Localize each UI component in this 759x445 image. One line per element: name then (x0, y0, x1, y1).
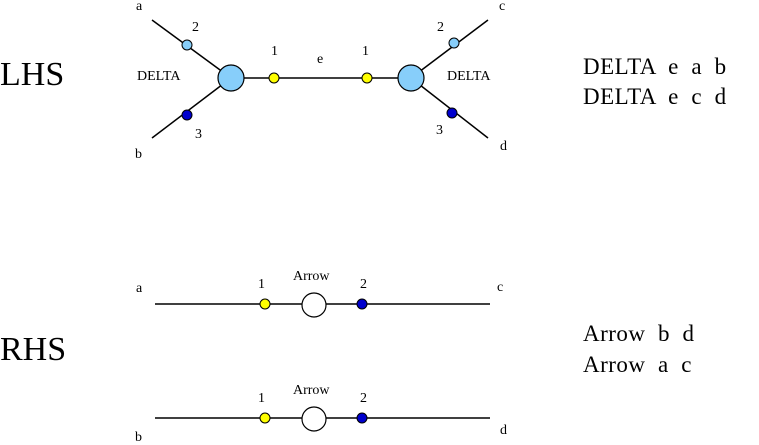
lhs-right-port-3-label: 3 (436, 123, 443, 138)
lhs-edge-d (410, 77, 489, 139)
rhs-top-arrow-label: Arrow (293, 269, 330, 284)
lhs-section-label: LHS (0, 56, 65, 93)
lhs-right-port-2-label: 2 (437, 20, 444, 35)
rhs-bottom-arrow-label: Arrow (293, 383, 330, 398)
lhs-rule-line-1: DELTA e a b (583, 54, 727, 79)
lhs-left-delta-agent (217, 64, 245, 92)
lhs-left-port-1-label: 1 (271, 44, 278, 59)
lhs-port-label-c: c (499, 0, 506, 14)
lhs-port-label-a: a (136, 0, 143, 14)
rhs-section-label: RHS (0, 331, 67, 368)
rhs-bottom-port-1-label: 1 (258, 391, 265, 406)
lhs-right-port-2 (448, 37, 460, 49)
rhs-rule-line-1: Arrow b d (583, 321, 695, 346)
lhs-left-port-3-label: 3 (195, 127, 202, 142)
rhs-bottom-arrow-agent (301, 406, 327, 432)
lhs-right-port-3 (446, 107, 458, 119)
rhs-top-port-1-label: 1 (258, 277, 265, 292)
lhs-edge-b (151, 77, 232, 139)
lhs-right-port-1 (361, 72, 373, 84)
lhs-left-port-1 (268, 72, 280, 84)
lhs-left-port-2 (181, 39, 193, 51)
lhs-rule-line-2: DELTA e c d (583, 84, 727, 109)
rhs-top-port-2-label: 2 (360, 277, 367, 292)
lhs-edge-a (151, 19, 232, 79)
lhs-port-label-b: b (135, 147, 142, 162)
rhs-bottom-port-label-b: b (135, 430, 142, 445)
lhs-edge-label-e: e (317, 52, 324, 67)
rhs-bottom-port-2 (356, 412, 368, 424)
lhs-left-port-3 (181, 109, 193, 121)
rhs-bottom-port-1 (259, 412, 271, 424)
rhs-top-port-1 (259, 298, 271, 310)
lhs-port-label-d: d (500, 139, 507, 154)
lhs-right-delta-agent (397, 64, 425, 92)
lhs-left-port-2-label: 2 (192, 20, 199, 35)
lhs-edge-c (410, 19, 489, 79)
rhs-top-arrow-agent (301, 292, 327, 318)
rhs-bottom-port-2-label: 2 (360, 391, 367, 406)
lhs-left-delta-label: DELTA (137, 69, 181, 84)
rhs-top-port-label-c: c (497, 280, 504, 295)
lhs-right-port-1-label: 1 (362, 44, 369, 59)
rhs-rule-line-2: Arrow a c (583, 352, 692, 377)
lhs-right-delta-label: DELTA (447, 69, 491, 84)
rhs-bottom-port-label-d: d (500, 423, 507, 438)
rhs-top-port-2 (356, 298, 368, 310)
rhs-top-port-label-a: a (136, 281, 143, 296)
